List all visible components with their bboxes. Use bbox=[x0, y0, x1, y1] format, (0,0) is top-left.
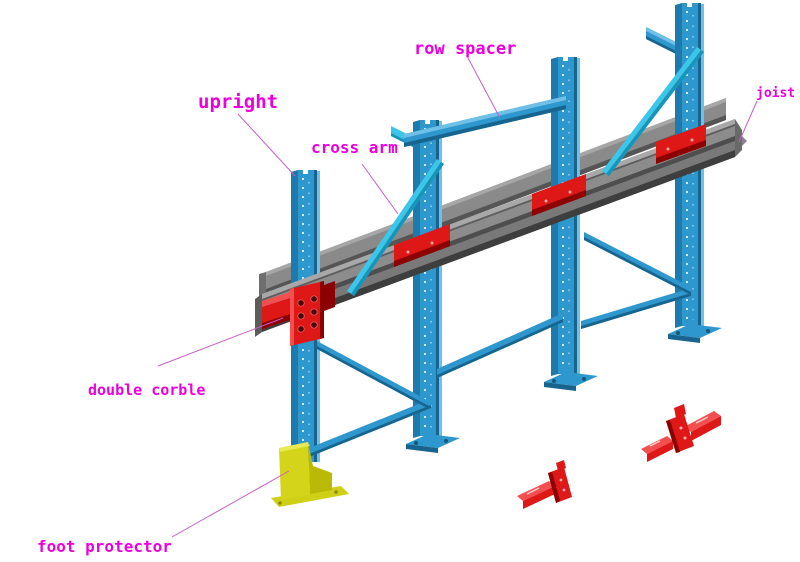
label-double-corble: double corble bbox=[88, 381, 205, 399]
cross-arm-2 bbox=[602, 47, 704, 176]
leader-row-spacer bbox=[467, 57, 501, 119]
leader-double-corble bbox=[157, 317, 284, 367]
loose-single-corbel bbox=[517, 460, 572, 509]
diagonal-brace-bay3 bbox=[584, 232, 691, 295]
leader-joist bbox=[738, 100, 758, 143]
double-corbel-upright-1 bbox=[262, 281, 335, 346]
cross-arm-1 bbox=[347, 159, 444, 296]
label-joist: joist bbox=[756, 86, 795, 101]
loose-double-corbel bbox=[641, 404, 721, 462]
row-spacer-beam bbox=[404, 96, 566, 147]
foot-protector bbox=[271, 442, 349, 507]
joist-rear bbox=[259, 98, 726, 296]
bottom-rail-bay3 bbox=[581, 288, 691, 329]
labels: row spacer upright cross arm joist doubl… bbox=[37, 39, 795, 556]
bottom-rail-bay1 bbox=[309, 399, 431, 457]
corbel-upright-4 bbox=[656, 124, 706, 164]
bottom-rail-bay2 bbox=[437, 313, 563, 378]
corbel-upright-3 bbox=[532, 174, 586, 216]
leader-foot-protector bbox=[171, 470, 290, 538]
corbel-upright-2 bbox=[394, 224, 450, 267]
leader-upright bbox=[237, 113, 296, 177]
leader-cross-arm bbox=[361, 163, 399, 215]
leader-lines bbox=[157, 57, 758, 538]
label-foot-protector: foot protector bbox=[37, 537, 172, 556]
diagonal-brace-bay1 bbox=[317, 341, 429, 409]
label-cross-arm: cross arm bbox=[311, 138, 398, 157]
label-row-spacer: row spacer bbox=[414, 39, 516, 59]
label-upright: upright bbox=[198, 91, 278, 113]
